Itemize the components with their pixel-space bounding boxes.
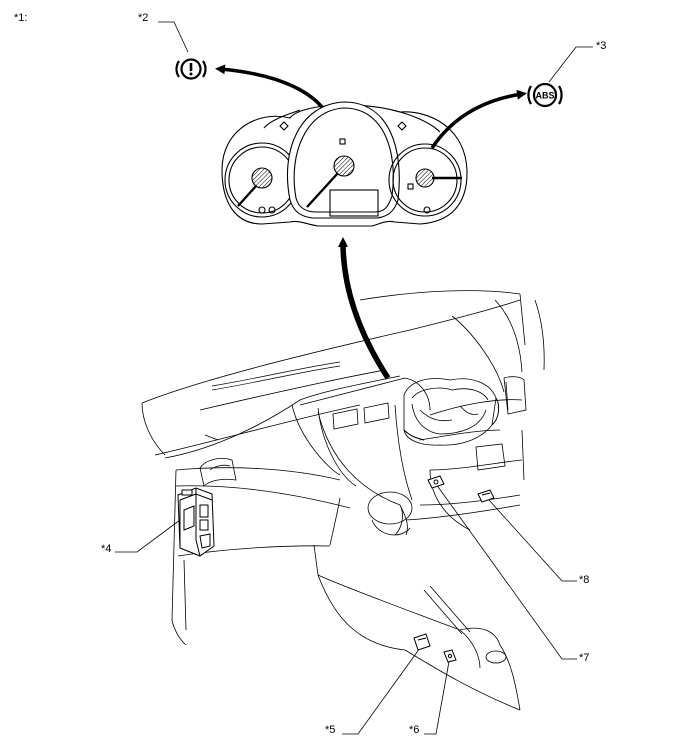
arrow-to-abs-icon: [430, 89, 527, 149]
callout-2: *2: [138, 12, 149, 24]
switch-6: [443, 649, 457, 663]
abs-warning-text: ABS: [535, 91, 554, 101]
callout-4: *4: [101, 543, 112, 555]
callout-8: *8: [579, 574, 590, 586]
multi-information-display: [329, 189, 379, 217]
abs-warning-icon: ABS: [527, 82, 563, 108]
brake-warning-icon: [175, 58, 207, 80]
fuel-gauge: [388, 143, 462, 217]
combination-meter-closeup: [221, 101, 468, 227]
sensor-connector-7: [427, 475, 445, 489]
callout-5: *5: [325, 724, 336, 736]
arrow-to-combination-meter: [338, 237, 391, 380]
vehicle-interior-line-art: [141, 290, 545, 711]
ecu-module: [177, 487, 215, 557]
callout-6: *6: [409, 724, 420, 736]
callout-3: *3: [596, 40, 607, 52]
callout-7: *7: [579, 652, 590, 664]
parking-brake-switch-5: [413, 633, 431, 651]
figure-label: *1:: [14, 12, 28, 24]
sensor-connector-8: [477, 489, 495, 503]
leader-lines: [115, 21, 593, 735]
